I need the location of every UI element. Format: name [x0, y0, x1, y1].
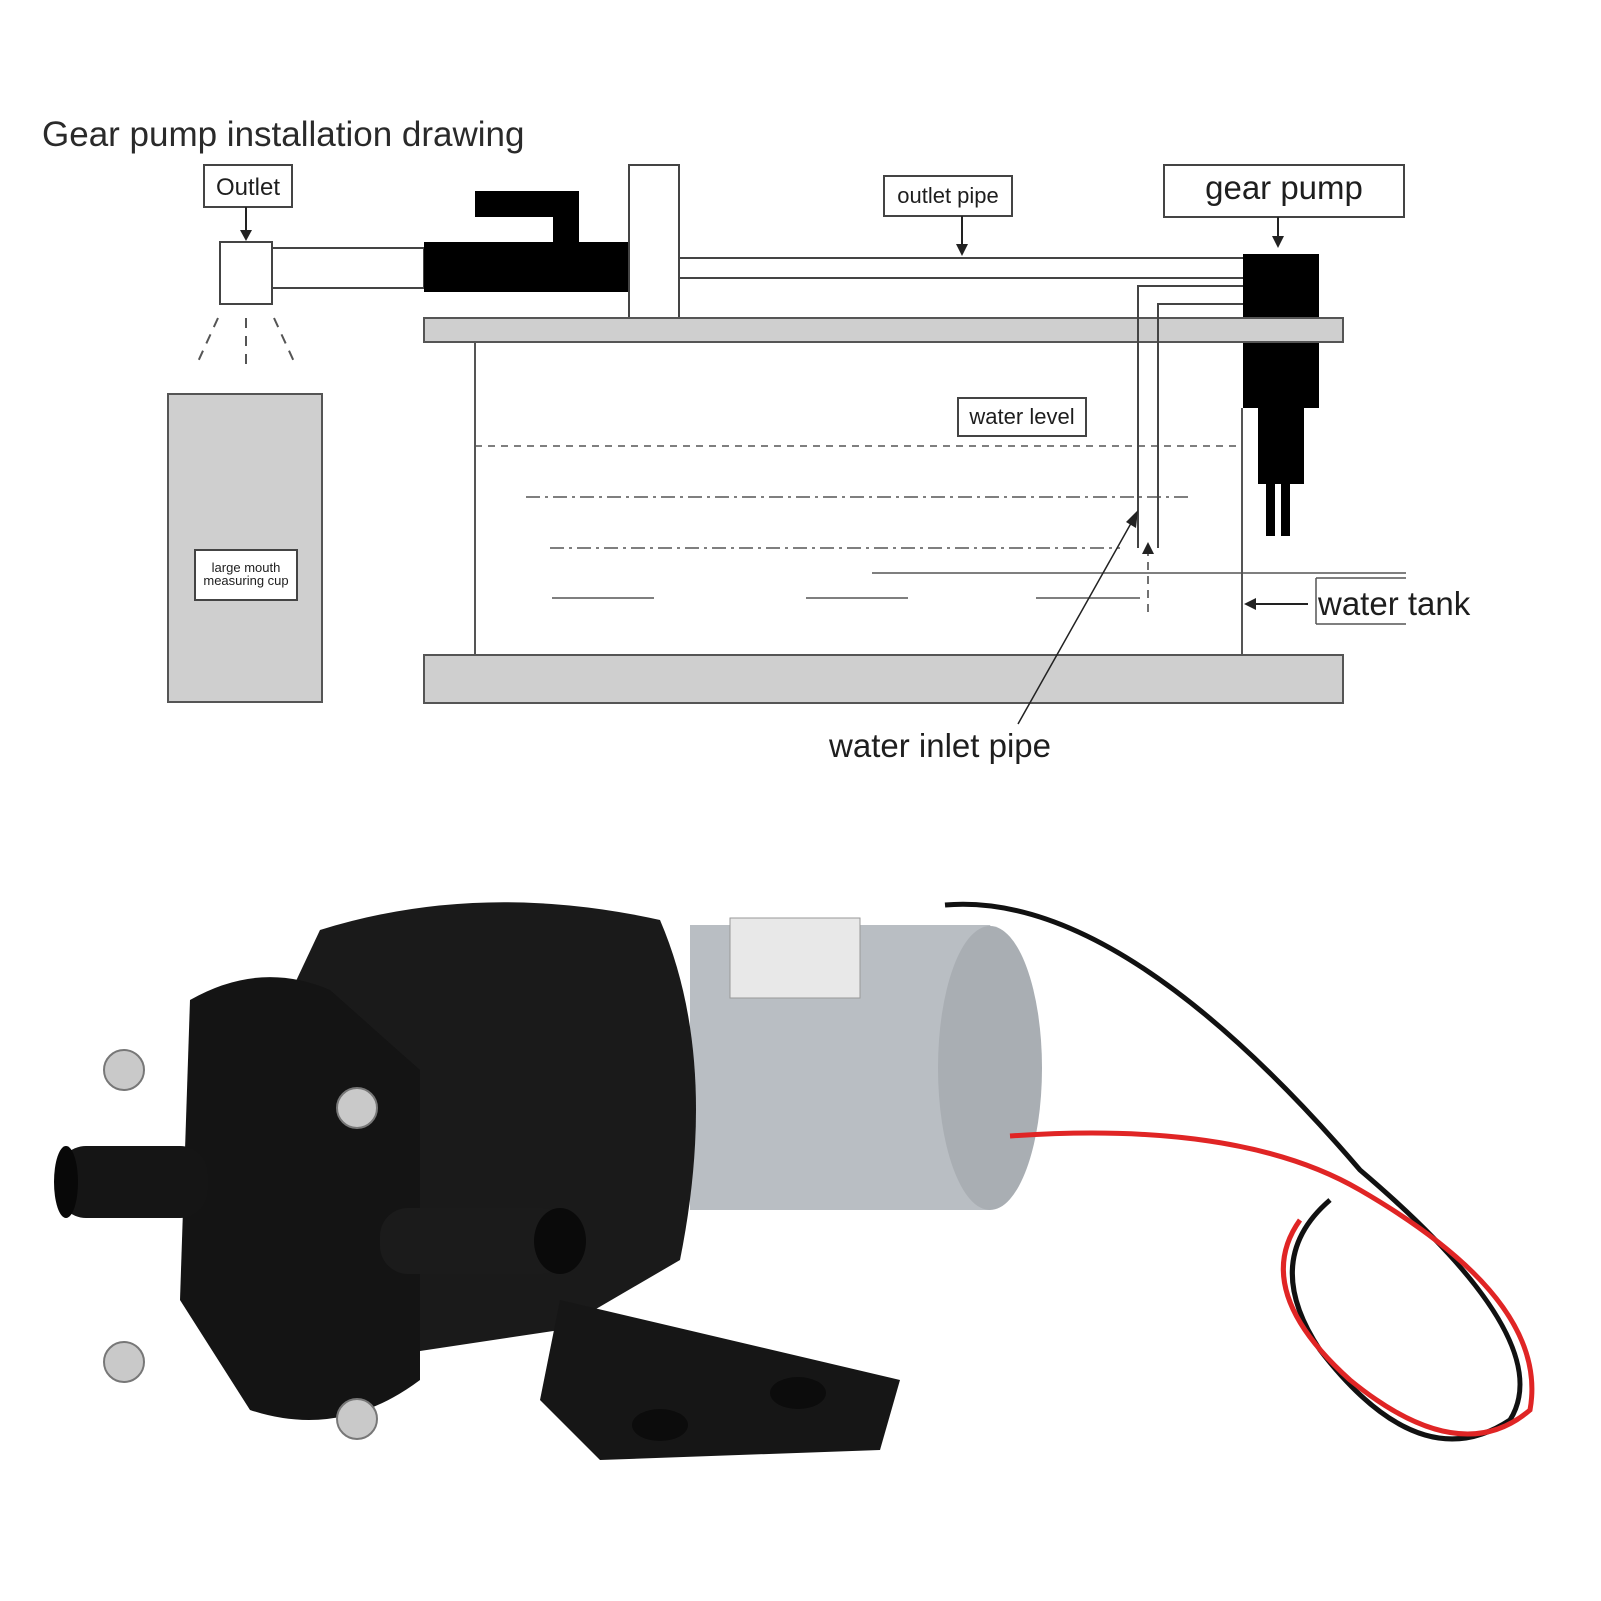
mounting-bracket [540, 1300, 900, 1460]
valve-block [424, 191, 630, 292]
outlet-label: Outlet [216, 174, 280, 201]
gear-pump-body [1243, 254, 1319, 536]
outlet-pipe-callout: outlet pipe [883, 175, 1013, 256]
tank-base [423, 654, 1344, 704]
tank-lid [423, 317, 1344, 343]
gear-pump-label: gear pump [1205, 169, 1363, 206]
spray-lines [195, 317, 297, 368]
water-inlet-pipe [1137, 285, 1243, 548]
inlet-nozzle [58, 1146, 208, 1218]
water-inlet-pipe-label: water inlet pipe [828, 727, 1051, 764]
pump-end-plate [180, 977, 420, 1420]
measuring-cup-label-box [194, 549, 298, 601]
outlet-pipe [678, 257, 1246, 279]
screws [103, 1049, 378, 1440]
diagram-title: Gear pump installation drawing [42, 115, 524, 154]
measuring-cup: large mouth measuring cup [167, 393, 323, 703]
outlet-nozzle-photo [380, 1208, 570, 1274]
red-wire [1009, 1130, 1535, 1437]
water-level-callout: water level [957, 397, 1087, 437]
gear-pump-callout: gear pump [1163, 164, 1405, 248]
outlet-pipe-label: outlet pipe [897, 183, 999, 208]
outlet-nozzle [219, 241, 273, 305]
water-tank-label: water tank [1317, 585, 1471, 622]
vertical-post [628, 164, 680, 320]
water-level-label: water level [968, 404, 1074, 429]
measuring-cup-label-line1: large mouth [212, 560, 281, 575]
pump-product-photo [54, 901, 1535, 1460]
water-tank-callout: water tank [1244, 577, 1471, 625]
motor-nameplate [729, 917, 861, 999]
measuring-cup-label-line2: measuring cup [203, 573, 288, 588]
inlet-mouth-arrow [1142, 542, 1154, 618]
water-lines [475, 445, 1406, 599]
water-inlet-pipe-callout: water inlet pipe [828, 510, 1138, 764]
outlet-callout: Outlet [203, 164, 293, 241]
black-wire [944, 901, 1523, 1442]
outlet-short-pipe [271, 247, 425, 289]
